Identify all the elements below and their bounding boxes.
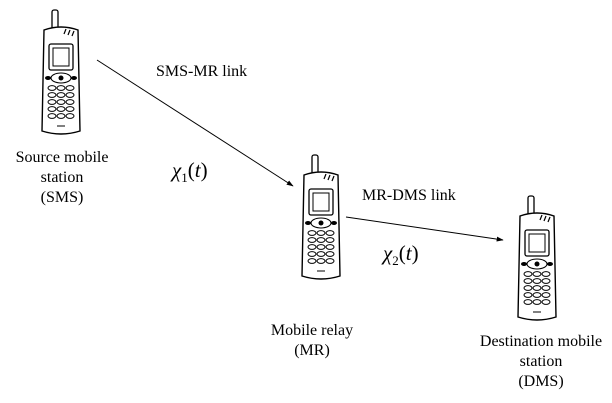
dms-phone-icon (517, 195, 557, 321)
channel-1-expression: χ1(t) (172, 158, 208, 186)
mr-phone-icon (301, 154, 341, 280)
mr-dms-link-label: MR-DMS link (362, 187, 456, 204)
sms-phone-icon (41, 9, 81, 135)
sms-mr-link-label: SMS-MR link (156, 63, 248, 80)
mr-label: Mobile relay (MR) (270, 322, 354, 359)
mr-dms-link-arrow (345, 216, 504, 242)
channel-2-expression: χ2(t) (383, 241, 419, 269)
dms-label: Destination mobile station (DMS) (479, 333, 603, 390)
sms-label: Source mobile station (SMS) (15, 149, 109, 206)
sms-mr-link-arrow (96, 59, 294, 187)
